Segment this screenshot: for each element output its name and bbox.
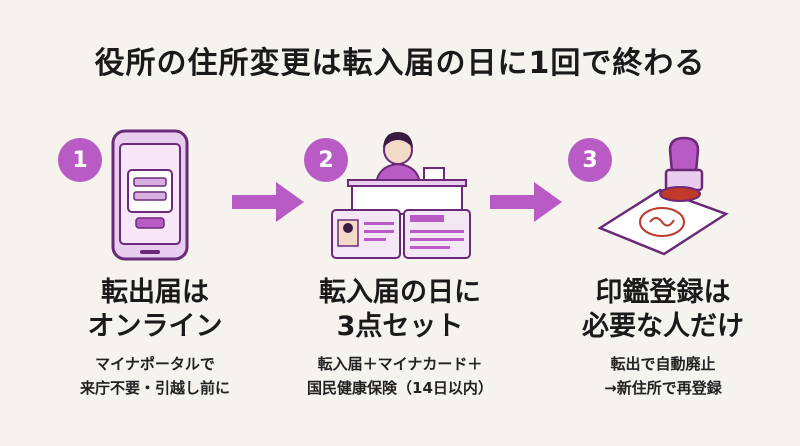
page-title: 役所の住所変更は転入届の日に1回で終わる <box>94 46 706 81</box>
step-3-badge: 3 <box>568 138 612 182</box>
step-1-badge: 1 <box>58 138 102 182</box>
step-3-title: 印鑑登録は 必要な人だけ <box>582 277 744 342</box>
step-1-description: マイナポータルで 来庁不要・引越し前に <box>79 355 230 397</box>
step-2-title: 転入届の日に 3点セット <box>319 277 481 342</box>
step-1-title: 転出届は オンライン <box>87 277 223 342</box>
step-3-description: 転出で自動廃止 →新住所で再登録 <box>604 355 722 397</box>
seal-stamp-icon <box>592 130 732 264</box>
arrow-right-icon <box>232 182 304 226</box>
arrow-right-icon <box>490 182 562 226</box>
step-2-description: 転入届＋マイナカード＋ 国民健康保険（14日以内） <box>307 355 493 397</box>
smartphone-icon <box>110 128 190 266</box>
counter-clerk-icon <box>326 118 476 272</box>
step-2-badge: 2 <box>304 138 348 182</box>
